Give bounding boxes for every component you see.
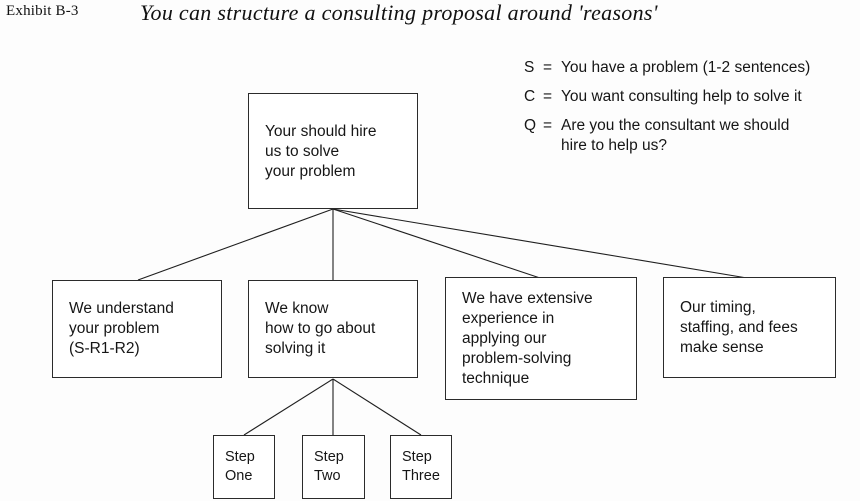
node-reason-timing[interactable]: Our timing, staffing, and fees make sens…	[663, 277, 836, 378]
connector-root-to-understand	[137, 208, 334, 281]
node-root-message[interactable]: Your should hire us to solve your proble…	[248, 93, 418, 209]
legend: S = You have a problem (1-2 sentences) C…	[524, 58, 854, 165]
node-reason-know[interactable]: We know how to go about solving it	[248, 280, 418, 378]
node-step-two[interactable]: Step Two	[302, 435, 365, 499]
connector-root-to-experience	[332, 208, 541, 279]
legend-text-c: You want consulting help to solve it	[561, 88, 802, 105]
legend-equals-q: =	[543, 117, 553, 134]
node-step-one[interactable]: Step One	[213, 435, 275, 499]
page-title: You can structure a consulting proposal …	[140, 0, 658, 25]
node-step-one-label: Step One	[225, 449, 255, 484]
exhibit-label: Exhibit B-3	[6, 3, 79, 19]
legend-text-q: Are you the consultant we should hire to…	[561, 117, 790, 154]
node-reason-understand-label: We understand your problem (S-R1-R2)	[69, 300, 174, 357]
node-root-label: Your should hire us to solve your proble…	[265, 123, 377, 180]
connector-root-to-timing	[332, 208, 748, 279]
node-reason-know-label: We know how to go about solving it	[265, 300, 376, 357]
legend-row-s: S = You have a problem (1-2 sentences)	[524, 58, 854, 78]
node-reason-experience[interactable]: We have extensive experience in applying…	[445, 277, 637, 400]
legend-equals-s: =	[543, 59, 553, 76]
node-step-three-label: Step Three	[402, 449, 440, 484]
node-reason-timing-label: Our timing, staffing, and fees make sens…	[680, 298, 798, 356]
legend-key-s: S	[524, 59, 535, 76]
legend-text-s: You have a problem (1-2 sentences)	[561, 59, 811, 76]
legend-key-c: C	[524, 88, 536, 105]
legend-equals-c: =	[543, 88, 553, 105]
connector-know-to-step-one	[243, 378, 334, 436]
legend-row-c: C = You want consulting help to solve it	[524, 87, 854, 107]
node-step-three[interactable]: Step Three	[390, 435, 452, 499]
legend-row-q: Q = Are you the consultant we should hir…	[524, 116, 854, 156]
node-reason-understand[interactable]: We understand your problem (S-R1-R2)	[52, 280, 222, 378]
legend-key-q: Q	[524, 117, 537, 134]
connector-know-to-step-three	[332, 378, 422, 436]
node-reason-experience-label: We have extensive experience in applying…	[462, 289, 593, 387]
node-step-two-label: Step Two	[314, 449, 344, 484]
